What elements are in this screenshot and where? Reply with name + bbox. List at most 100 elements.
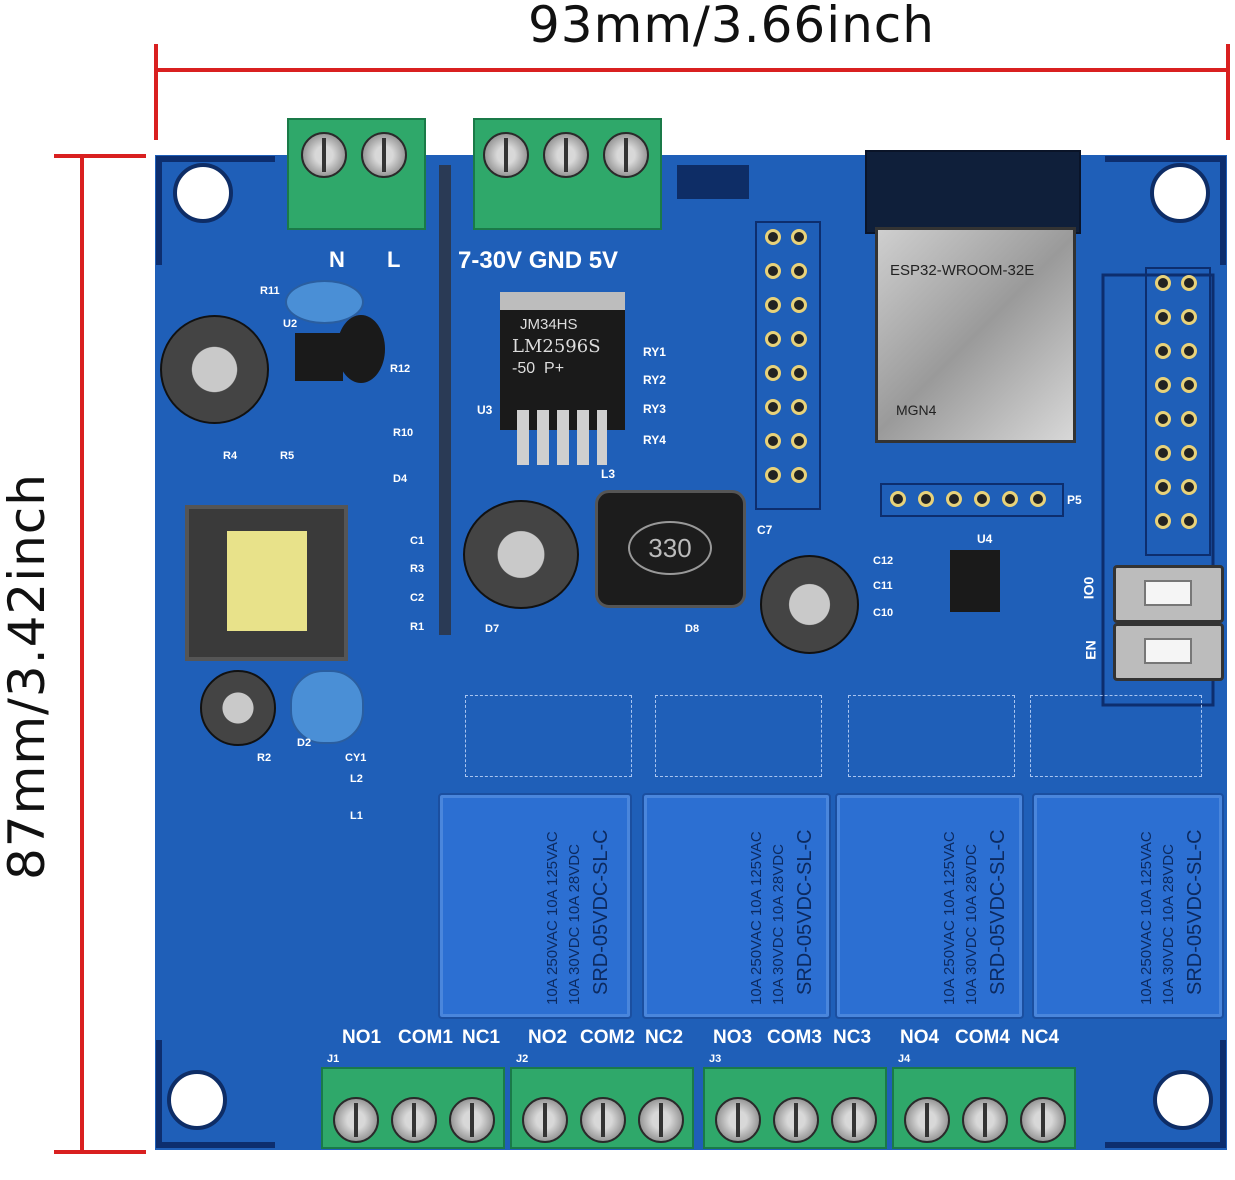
label-nc4: NC4	[1021, 1027, 1060, 1048]
en-button[interactable]	[1113, 623, 1224, 681]
silk-c10: C10	[873, 607, 894, 619]
capacitor-large-1	[160, 315, 269, 424]
module-name: ESP32-WROOM-32E	[890, 262, 1035, 279]
terminal-screw-icon[interactable]	[580, 1097, 626, 1143]
silk-d4: D4	[393, 473, 408, 485]
u2-chip	[295, 333, 343, 381]
terminal-j1[interactable]: J1	[321, 1053, 505, 1149]
label-nc1: NC1	[462, 1027, 501, 1048]
relay-driver-3	[848, 695, 1015, 777]
terminal-screw-icon[interactable]	[962, 1097, 1008, 1143]
silk-r10: R10	[393, 427, 414, 439]
mounting-hole-bottom-right	[1153, 1070, 1213, 1130]
silk-c12: C12	[873, 555, 894, 567]
label-no4: NO4	[900, 1027, 940, 1048]
terminal-screw-icon[interactable]	[522, 1097, 568, 1143]
relay-model: SRD-05VDC-SL-C	[794, 829, 816, 995]
relay-rating-ac: 10A 250VAC 10A 125VAC	[941, 831, 958, 1005]
terminal-screw-icon[interactable]	[638, 1097, 684, 1143]
silk-u4: U4	[977, 532, 993, 546]
inductor-label: 330	[628, 521, 712, 575]
lm2596-regulator: JM34HS LM2596S -50 P+	[500, 292, 625, 430]
label-nc2: NC2	[645, 1027, 684, 1048]
terminal-screw-icon[interactable]	[361, 132, 407, 178]
terminal-j4[interactable]: J4	[892, 1053, 1076, 1149]
silk-d8: D8	[685, 623, 700, 635]
ac-power-terminal[interactable]	[287, 118, 426, 230]
label-com1: COM1	[398, 1027, 453, 1048]
silk-d2: D2	[297, 737, 312, 749]
capacitor-small	[200, 670, 276, 746]
silk-r12: R12	[390, 363, 411, 375]
silk-c1: C1	[410, 535, 425, 547]
relay-rating-dc: 10A 30VDC 10A 28VDC	[566, 844, 583, 1005]
capacitor-large-3	[760, 555, 859, 654]
silk-r2: R2	[257, 752, 272, 764]
inductor-330: 330	[595, 490, 746, 608]
silk-d7: D7	[485, 623, 500, 635]
label-no1: NO1	[342, 1027, 382, 1048]
regulator-line1: JM34HS	[520, 316, 578, 333]
terminal-screw-icon[interactable]	[391, 1097, 437, 1143]
header-pins-left	[755, 221, 821, 510]
mounting-hole-top-right	[1150, 163, 1210, 223]
terminal-screw-icon[interactable]	[773, 1097, 819, 1143]
relay-model: SRD-05VDC-SL-C	[1184, 829, 1206, 995]
terminal-screw-icon[interactable]	[603, 132, 649, 178]
esp32-module: ESP32-WROOM-32E MGN4	[875, 227, 1076, 443]
esp32-antenna	[865, 150, 1081, 234]
relay-model: SRD-05VDC-SL-C	[590, 829, 612, 995]
relay-rating-dc: 10A 30VDC 10A 28VDC	[963, 844, 980, 1005]
io0-label: IO0	[1080, 576, 1097, 600]
terminal-j3[interactable]: J3	[703, 1053, 887, 1149]
header-pins-right	[1145, 267, 1211, 556]
mounting-hole-top-left	[173, 163, 233, 223]
terminal-screw-icon[interactable]	[831, 1097, 877, 1143]
terminal-screw-icon[interactable]	[904, 1097, 950, 1143]
relay-rating-dc: 10A 30VDC 10A 28VDC	[770, 844, 787, 1005]
height-dimension-label: 87mm/3.42inch	[0, 473, 56, 880]
status-led-row	[677, 165, 749, 199]
terminal-screw-icon[interactable]	[715, 1097, 761, 1143]
relay-driver-4	[1030, 695, 1202, 777]
silk-r11: R11	[260, 285, 280, 297]
silk-c11: C11	[873, 580, 893, 592]
terminal-id: J3	[709, 1053, 722, 1065]
label-no3: NO3	[713, 1027, 753, 1048]
terminal-screw-icon[interactable]	[333, 1097, 379, 1143]
relay-driver-2	[655, 695, 822, 777]
en-label: EN	[1082, 640, 1099, 660]
silk-ry4: RY4	[643, 433, 666, 447]
silk-ry3: RY3	[643, 402, 666, 416]
relay-1: SRD-05VDC-SL-C 10A 30VDC 10A 28VDC 10A 2…	[438, 793, 632, 1019]
silk-ry2: RY2	[643, 373, 666, 387]
silk-u2: U2	[283, 318, 298, 330]
terminal-id: J1	[327, 1053, 340, 1065]
io0-button[interactable]	[1113, 565, 1224, 623]
silk-l3: L3	[601, 467, 616, 481]
terminal-screw-icon[interactable]	[543, 132, 589, 178]
silk-l2: L2	[350, 773, 363, 785]
width-dimension-line	[154, 44, 1230, 140]
width-dimension-label: 93mm/3.66inch	[528, 0, 935, 54]
dc-power-terminal[interactable]	[473, 118, 662, 230]
relay-4: SRD-05VDC-SL-C 10A 30VDC 10A 28VDC 10A 2…	[1032, 793, 1224, 1019]
silk-c7: C7	[757, 523, 773, 537]
terminal-screw-icon[interactable]	[1020, 1097, 1066, 1143]
silk-ry1: RY1	[643, 345, 666, 359]
terminal-screw-icon[interactable]	[483, 132, 529, 178]
silk-cy1: CY1	[345, 752, 367, 764]
silk-r3: R3	[410, 563, 425, 575]
relay-rating-ac: 10A 250VAC 10A 125VAC	[1138, 831, 1155, 1005]
capacitor-large-2	[463, 500, 579, 609]
relay-board: N L 7-30V GND 5V ESP32-WROOM-32E MGN4	[155, 118, 1227, 1150]
relay-rating-dc: 10A 30VDC 10A 28VDC	[1160, 844, 1177, 1005]
terminal-screw-icon[interactable]	[449, 1097, 495, 1143]
terminal-screw-icon[interactable]	[301, 132, 347, 178]
relay-rating-ac: 10A 250VAC 10A 125VAC	[748, 831, 765, 1005]
relay-2: SRD-05VDC-SL-C 10A 30VDC 10A 28VDC 10A 2…	[642, 793, 831, 1019]
terminal-j2[interactable]: J2	[510, 1053, 694, 1149]
regulator-pins	[517, 410, 607, 465]
label-nc3: NC3	[833, 1027, 872, 1048]
height-dimension-line	[54, 154, 146, 1154]
